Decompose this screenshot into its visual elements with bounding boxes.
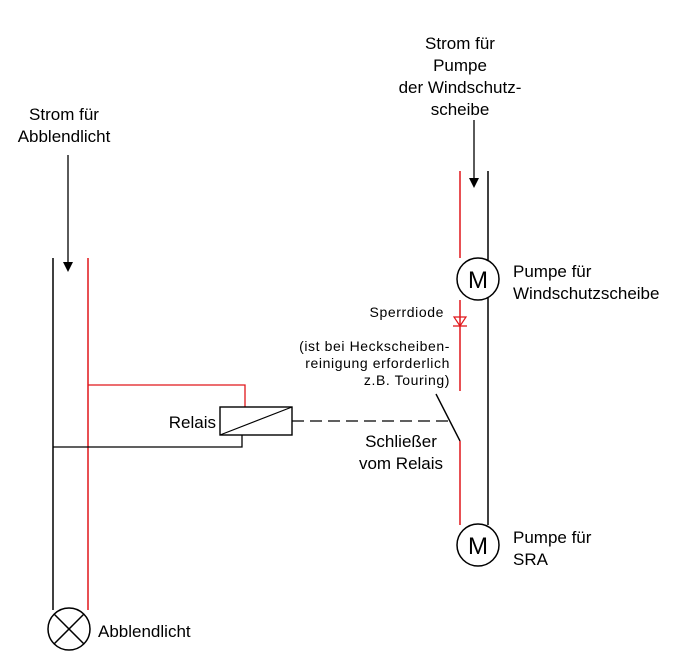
label-abblendlicht: Abblendlicht — [98, 622, 191, 641]
label-note-2: reinigung erforderlich — [305, 355, 450, 371]
abblend-current-arrow-head — [63, 262, 73, 272]
label-strom-pumpe-1: Strom für — [425, 34, 495, 53]
schliesser-contact — [435, 393, 461, 442]
motor-windschutz — [456, 257, 500, 301]
label-sperrdiode: Sperrdiode — [370, 304, 445, 320]
label-relais: Relais — [169, 413, 216, 432]
label-strom-abblend-1: Strom für — [29, 105, 99, 124]
label-pumpe-sra-1: Pumpe für — [513, 528, 592, 547]
label-strom-pumpe-4: scheibe — [431, 100, 490, 119]
label-strom-abblend-2: Abblendlicht — [18, 127, 111, 146]
motor-sra-letter: M — [468, 533, 488, 560]
pumpe-current-arrow-head — [469, 178, 479, 188]
label-note-1: (ist bei Heckscheiben- — [299, 338, 450, 354]
motor-sra — [456, 523, 500, 567]
label-note-3: z.B. Touring) — [364, 372, 450, 388]
relais-coil-wire-black — [53, 435, 243, 448]
label-pumpe-ws-2: Windschutzscheibe — [513, 284, 659, 303]
relais-coil-wire-red — [88, 384, 246, 407]
label-strom-pumpe-2: Pumpe — [433, 56, 487, 75]
label-strom-pumpe-3: der Windschutz- — [399, 78, 522, 97]
label-pumpe-sra-2: SRA — [513, 550, 549, 569]
label-pumpe-ws-1: Pumpe für — [513, 262, 592, 281]
motor-windschutz-letter: M — [468, 267, 488, 294]
relais-coil-diagonal — [219, 406, 293, 436]
label-schliesser-1: Schließer — [365, 432, 437, 451]
lamp-cross-2 — [53, 613, 85, 645]
sperrdiode-symbol — [452, 316, 468, 328]
label-schliesser-2: vom Relais — [359, 454, 443, 473]
